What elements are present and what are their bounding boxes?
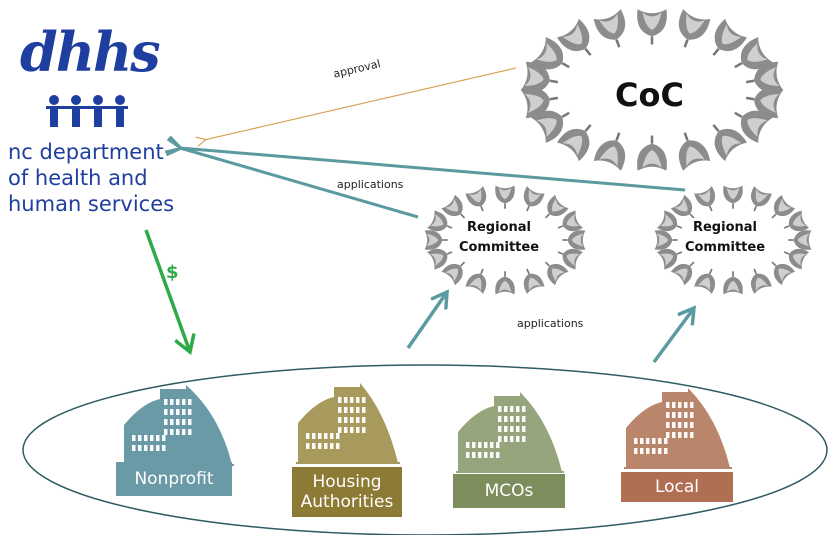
chair-icon xyxy=(531,37,570,70)
chair-icon xyxy=(562,230,586,250)
chair-icon xyxy=(745,87,784,119)
chair-icon xyxy=(656,210,683,232)
applications-arrow-right xyxy=(180,148,686,192)
approval-arrow xyxy=(204,67,517,140)
chair-icon xyxy=(557,248,583,270)
dhhs-people-icon xyxy=(46,95,128,127)
chair-icon xyxy=(734,110,773,143)
chair-icon xyxy=(531,110,570,143)
chair-icon xyxy=(670,261,695,286)
chair-icon xyxy=(678,9,711,48)
dhhs-logo: dhhs xyxy=(20,20,161,84)
chair-icon xyxy=(712,124,748,162)
building-icon xyxy=(624,388,732,469)
chair-icon xyxy=(771,194,796,219)
chair-icon xyxy=(678,132,711,171)
chair-icon xyxy=(637,135,667,171)
regional-committee-1-chairs xyxy=(424,185,586,295)
chair-icon xyxy=(723,185,743,209)
chair-icon xyxy=(495,271,515,295)
org-label-local: Local xyxy=(621,472,733,502)
chair-icon xyxy=(750,186,772,212)
chair-icon xyxy=(745,61,784,93)
applications-arrow-up-left xyxy=(406,292,447,350)
regional-committee-1-title: Regional Committee xyxy=(439,218,559,258)
building-icon xyxy=(122,385,234,466)
chair-icon xyxy=(694,186,716,212)
chair-icon xyxy=(495,185,515,209)
funding-arrow xyxy=(144,229,190,352)
organization-buildings xyxy=(122,383,732,473)
dhhs-name-line-1: nc department xyxy=(8,140,164,164)
org-label-housing-line-2: Authorities xyxy=(300,492,394,512)
building-icon xyxy=(296,383,400,464)
chair-icon xyxy=(544,194,569,219)
chair-icon xyxy=(670,194,695,219)
building-icon xyxy=(456,392,564,473)
coc-title: CoC xyxy=(615,76,684,114)
chair-icon xyxy=(424,230,448,250)
regional-committee-2-chairs xyxy=(654,185,812,295)
dhhs-name-line-2: of health and xyxy=(8,166,148,190)
chair-icon xyxy=(712,18,748,56)
chair-icon xyxy=(441,194,466,219)
regional-committee-2-title: Regional Committee xyxy=(665,218,785,258)
chair-icon xyxy=(427,248,453,270)
chair-icon xyxy=(723,271,743,295)
chair-icon xyxy=(523,186,545,212)
chair-icon xyxy=(654,230,678,250)
chair-icon xyxy=(556,124,592,162)
chair-icon xyxy=(750,268,772,294)
chair-icon xyxy=(523,268,545,294)
applications-label-bottom: applications xyxy=(517,317,584,330)
chair-icon xyxy=(465,268,487,294)
regional-committee-1-line-1: Regional xyxy=(466,220,531,235)
chair-icon xyxy=(694,268,716,294)
chair-icon xyxy=(788,230,812,250)
chair-icon xyxy=(771,261,796,286)
chair-icon xyxy=(734,37,773,70)
applications-arrow-left xyxy=(180,148,419,219)
chair-icon xyxy=(593,132,626,171)
chair-icon xyxy=(520,61,559,93)
regional-committee-1-line-2: Committee xyxy=(458,240,540,255)
organizations-ellipse xyxy=(22,364,828,535)
org-label-nonprofit: Nonprofit xyxy=(116,462,232,496)
applications-label-top: applications xyxy=(337,178,404,191)
chair-icon xyxy=(465,186,487,212)
coc-chairs xyxy=(520,9,784,171)
regional-committee-2-line-2: Committee xyxy=(684,240,766,255)
chair-icon xyxy=(556,18,592,56)
chair-icon xyxy=(441,261,466,286)
chair-icon xyxy=(783,210,810,232)
chair-icon xyxy=(783,248,810,270)
org-label-housing-line-1: Housing xyxy=(312,472,382,492)
org-label-mcos: MCOs xyxy=(453,474,565,508)
chair-icon xyxy=(656,248,683,270)
chair-icon xyxy=(557,210,583,232)
regional-committee-2-line-1: Regional xyxy=(692,220,757,235)
applications-arrow-up-right xyxy=(652,308,694,364)
chair-icon xyxy=(637,9,667,45)
dhhs-name-line-3: human services xyxy=(8,192,175,216)
chair-icon xyxy=(520,87,559,119)
chair-icon xyxy=(593,9,626,48)
org-label-housing-authorities: Housing Authorities xyxy=(292,467,402,517)
chair-icon xyxy=(544,261,569,286)
funding-label: $ xyxy=(166,262,179,283)
chair-icon xyxy=(427,210,453,232)
